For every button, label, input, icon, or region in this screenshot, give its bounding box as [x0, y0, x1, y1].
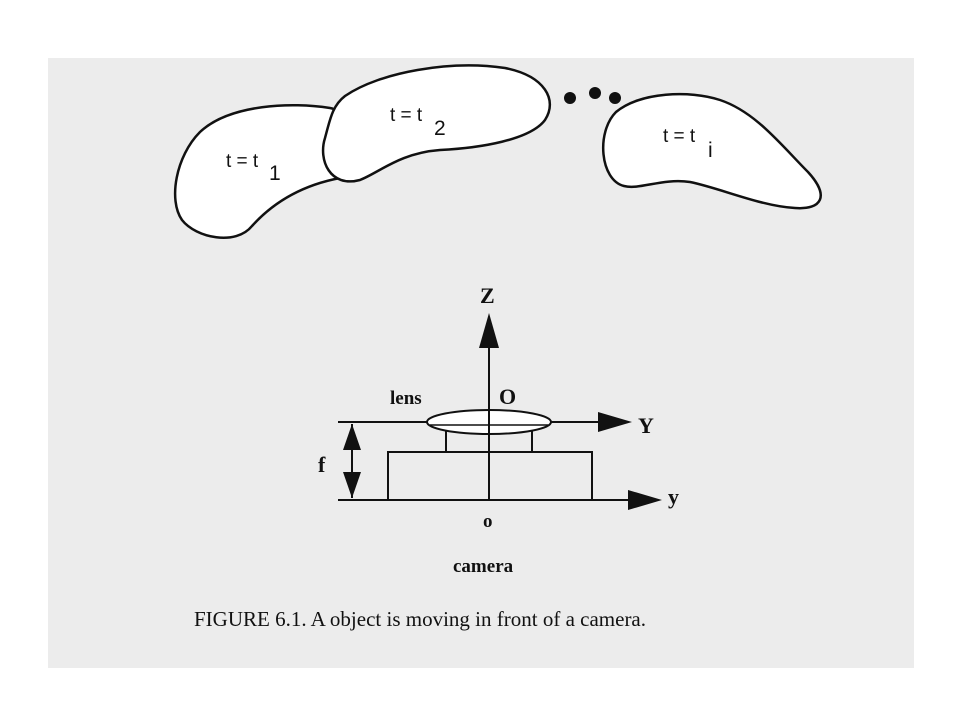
- object-blob-t2: t = t 2: [321, 64, 551, 183]
- y-axis-upper: Y: [338, 412, 654, 438]
- lens: lens O: [390, 384, 552, 435]
- z-axis: Z: [479, 283, 499, 500]
- object-blob-t1: t = t 1: [173, 104, 355, 239]
- blob-t1-label: t = t: [226, 151, 259, 172]
- y-axis-lower: y o: [338, 484, 679, 532]
- origin-o-label: o: [483, 511, 493, 532]
- camera-label: camera: [453, 556, 514, 577]
- blob-t2-subscript: 2: [434, 117, 446, 140]
- focal-length-marker: f: [318, 424, 361, 498]
- object-blob-ti: t = t i: [601, 92, 822, 210]
- lens-label: lens: [390, 388, 422, 409]
- focal-length-label: f: [318, 452, 326, 477]
- blob-ti-subscript: i: [708, 139, 713, 162]
- z-axis-label: Z: [480, 283, 495, 308]
- ellipsis-dots: [564, 87, 621, 104]
- figure-caption: FIGURE 6.1. A object is moving in front …: [194, 607, 646, 631]
- y-axis-label: y: [668, 484, 679, 509]
- origin-O-label: O: [499, 384, 516, 409]
- blob-ti-label: t = t: [663, 126, 696, 147]
- blob-t1-subscript: 1: [269, 162, 281, 185]
- blob-t2-label: t = t: [390, 105, 423, 126]
- Y-axis-label: Y: [638, 413, 654, 438]
